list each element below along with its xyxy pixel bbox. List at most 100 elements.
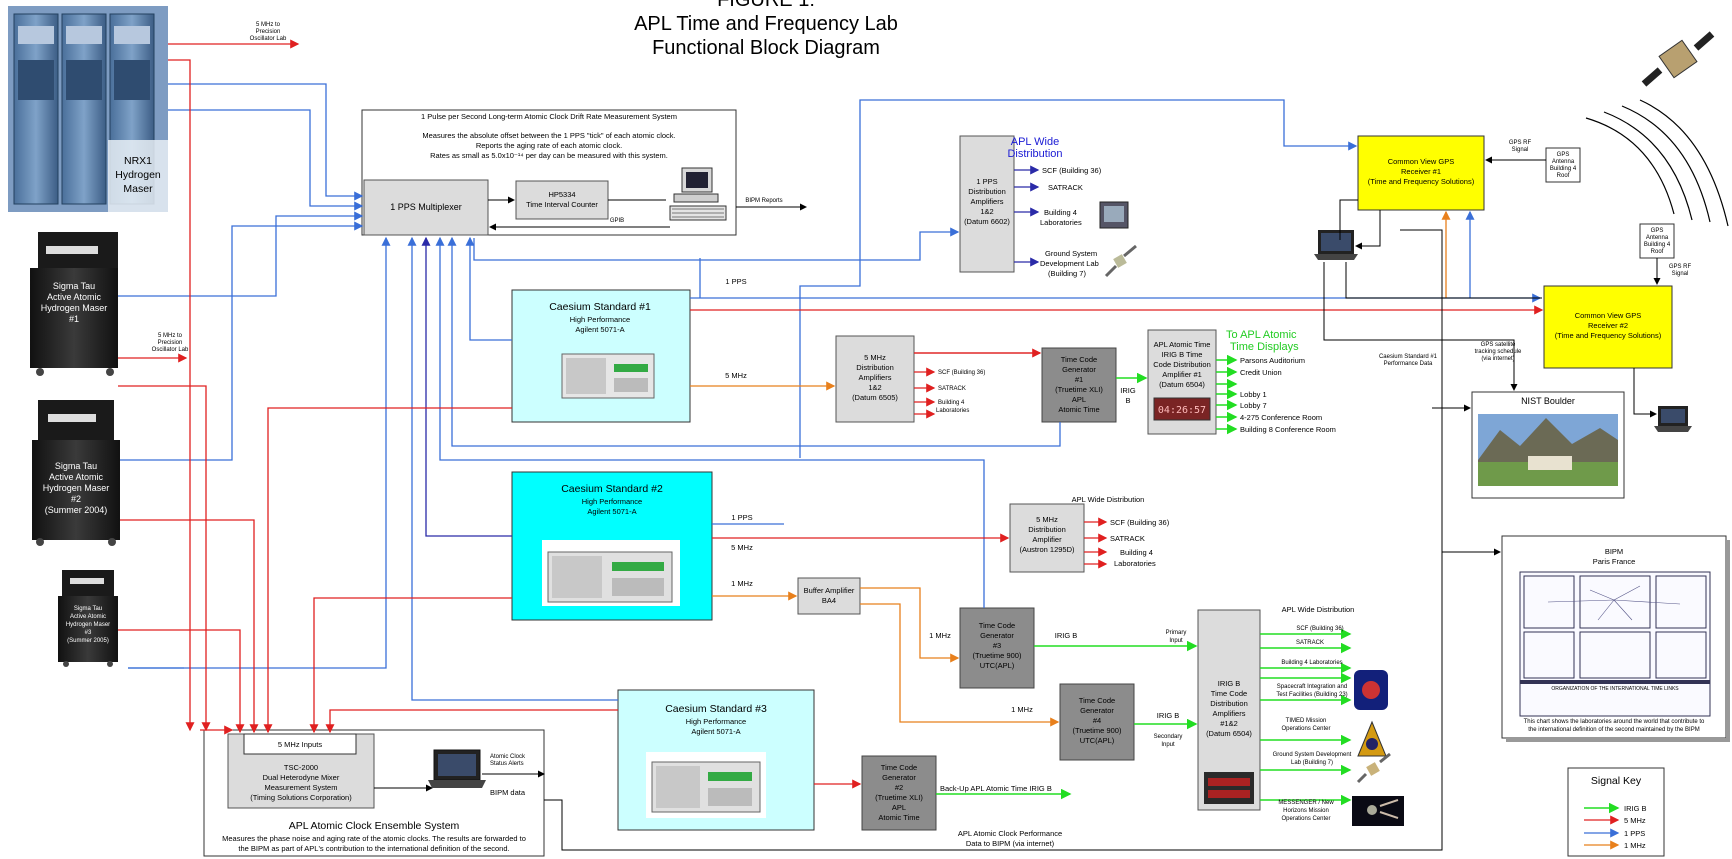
pps-out-gsdl-1: Ground System	[1045, 249, 1097, 258]
irig2-out-gsdl-2: Lab (Building 7)	[1291, 760, 1333, 766]
dist5-2-out-bldg4: Building 4	[1120, 548, 1153, 557]
bipm-title-1: BIPM	[1605, 547, 1623, 556]
dist5-1-label-5: (Datum 6505)	[852, 393, 898, 402]
computer-icon	[669, 167, 727, 221]
sigma2-label-2: Active Atomic	[49, 472, 104, 482]
pps-out-bldg4-2: Laboratories	[1040, 218, 1082, 227]
label-tcg3-irig: IRIG B	[1055, 631, 1078, 640]
irig2-out-messenger-2: Horizons Mission	[1283, 808, 1329, 814]
dist5-2-heading: APL Wide Distribution	[1072, 495, 1145, 504]
cs1-instrument-photo	[561, 353, 655, 399]
irig1-out-credit-union: Credit Union	[1240, 368, 1282, 377]
pps-dist-label-5: (Datum 6602)	[964, 217, 1010, 226]
irig2-out-satrack: SATRACK	[1296, 640, 1324, 646]
precision-lab2-label-3: Oscillator Lab	[152, 347, 189, 353]
gps2-label-2: Receiver #2	[1588, 321, 1628, 330]
cs3-sub-2: Agilent 5071-A	[691, 727, 740, 736]
label-secondary-input-2: Input	[1161, 742, 1175, 748]
sigma-tau-maser-3: Sigma Tau Active Atomic Hydrogen Maser #…	[58, 570, 118, 667]
irig2-display-photo	[1204, 772, 1254, 804]
gps-signal-waves	[1585, 99, 1729, 227]
irig1-heading-1: To APL Atomic	[1226, 329, 1297, 341]
nist-title: NIST Boulder	[1521, 396, 1575, 406]
cs2-sub-2: Agilent 5071-A	[587, 507, 636, 516]
dist5-2-label-4: (Austron 1295D)	[1019, 545, 1075, 554]
tsc-label-1: TSC-2000	[284, 763, 318, 772]
irig2-out-gsdl-1: Ground System Development	[1273, 752, 1352, 758]
signal-key: Signal Key IRIG B 5 MHz 1 PPS 1 MHz	[1567, 767, 1665, 857]
dist5-2-label-3: Amplifier	[1032, 535, 1062, 544]
gpib-label: GPIB	[610, 218, 624, 224]
precision-lab2-label-1: 5 MHz to	[158, 333, 183, 339]
irig1-out-conf-4275: 4-275 Conference Room	[1240, 413, 1322, 422]
pps-dist-label-1: 1 PPS	[976, 177, 997, 186]
irig2-out-scf: SCF (Building 36)	[1296, 626, 1343, 632]
label-buffer-1mhz-a: 1 MHz	[929, 631, 951, 640]
bipm-caption-1: This chart shows the laboratories around…	[1524, 719, 1705, 725]
irig2-label-6: (Datum 6504)	[1206, 729, 1252, 738]
tsc-inputs-label: 5 MHz Inputs	[278, 740, 322, 749]
connections-data	[544, 199, 1657, 851]
label-buffer-1mhz-b: 1 MHz	[1011, 705, 1033, 714]
perf-label-2: Data to BIPM (via internet)	[966, 839, 1055, 848]
label-cs2-1mhz: 1 MHz	[731, 579, 753, 588]
irig1-out-bldg8-conf: Building 8 Conference Room	[1240, 425, 1336, 434]
messenger-spacecraft-icon	[1352, 796, 1404, 826]
pps-system-desc-1: Measures the absolute offset between the…	[422, 131, 675, 140]
nrx1-label-1: NRX1	[124, 155, 152, 167]
irig2-label-2: Time Code	[1211, 689, 1247, 698]
sigma1-label-1: Sigma Tau	[53, 281, 95, 291]
time-code-generator-1: Time Code Generator #1 (Truetime XLI) AP…	[1041, 347, 1148, 423]
pps-system-desc-3: Rates as small as 5.0x10⁻¹⁴ per day can …	[430, 151, 668, 160]
pps-dist-heading-1: APL Wide	[1011, 136, 1060, 148]
figure-title: FIGURE 1: APL Time and Frequency Lab Fun…	[634, 0, 898, 59]
sigma1-label-4: #1	[69, 314, 79, 324]
counter-label-2: Time Interval Counter	[526, 200, 598, 209]
irig1-out-lobby7: Lobby 7	[1240, 401, 1267, 410]
pps-distribution-amplifiers: 1 PPS Distribution Amplifiers 1&2 (Datum…	[959, 135, 1137, 278]
dist5-2-out-satrack: SATRACK	[1110, 534, 1145, 543]
pps-system-title: 1 Pulse per Second Long-term Atomic Cloc…	[421, 112, 677, 121]
cs2-instrument-photo	[542, 540, 680, 606]
cs1-sub-2: Agilent 5071-A	[575, 325, 624, 334]
gps-laptop-1-icon	[1314, 230, 1358, 260]
title-line-1: FIGURE 1:	[717, 0, 815, 11]
tcg1-irig-2: B	[1125, 396, 1130, 405]
dist5-1-out-scf: SCF (Building 36)	[938, 370, 985, 376]
sigma3-label-5: (Summer 2005)	[67, 638, 109, 644]
tcg4-label-2: Generator	[1080, 706, 1114, 715]
ant2-label-2: Antenna	[1646, 235, 1669, 241]
label-1pps-top: 1 PPS	[725, 277, 746, 286]
dist5-1-out-satrack: SATRACK	[938, 386, 966, 392]
perf-label-1: APL Atomic Clock Performance	[958, 829, 1062, 838]
nrx1-label-3: Maser	[123, 183, 153, 195]
dist5-1-out-labs: Laboratories	[936, 408, 969, 414]
tcg3-label-1: Time Code	[979, 621, 1015, 630]
connections-1mhz	[690, 210, 1451, 727]
pps-out-gsdl-3: (Building 7)	[1048, 269, 1086, 278]
irig1-out-lobby1: Lobby 1	[1240, 390, 1267, 399]
buffer-label-2: BA4	[822, 596, 836, 605]
atomic-clock-ensemble-system: 5 MHz Inputs TSC-2000 Dual Heterodyne Mi…	[203, 729, 1062, 857]
sigma1-label-3: Hydrogen Maser	[41, 303, 108, 313]
tcg1-label-4: (Truetime XLI)	[1055, 385, 1103, 394]
ensemble-desc-1: Measures the phase noise and aging rate …	[222, 834, 526, 843]
tcg2-label-3: #2	[895, 783, 903, 792]
label-secondary-input-1: Secondary	[1154, 734, 1183, 740]
gps-laptop-2-icon	[1654, 406, 1692, 432]
sigma3-label-2: Active Atomic	[70, 614, 106, 620]
sigma3-label-3: Hydrogen Maser	[66, 622, 110, 628]
ant2-label-3: Building 4	[1644, 242, 1671, 248]
irig2-out-bldg4: Building 4 Laboratories	[1281, 660, 1342, 666]
title-line-3: Functional Block Diagram	[652, 37, 880, 59]
cs1-title: Caesium Standard #1	[549, 301, 651, 313]
spacecraft-icon	[1356, 752, 1391, 784]
sigma2-label-1: Sigma Tau	[55, 461, 97, 471]
rf1-label-2: Signal	[1512, 147, 1529, 153]
time-display	[1153, 397, 1211, 421]
bipm-map	[1519, 571, 1711, 717]
pps-out-scf: SCF (Building 36)	[1042, 166, 1102, 175]
irig1-heading-2: Time Displays	[1230, 341, 1299, 353]
irig2-out-spacecraft-1: Spacecraft Integration and	[1277, 684, 1347, 690]
